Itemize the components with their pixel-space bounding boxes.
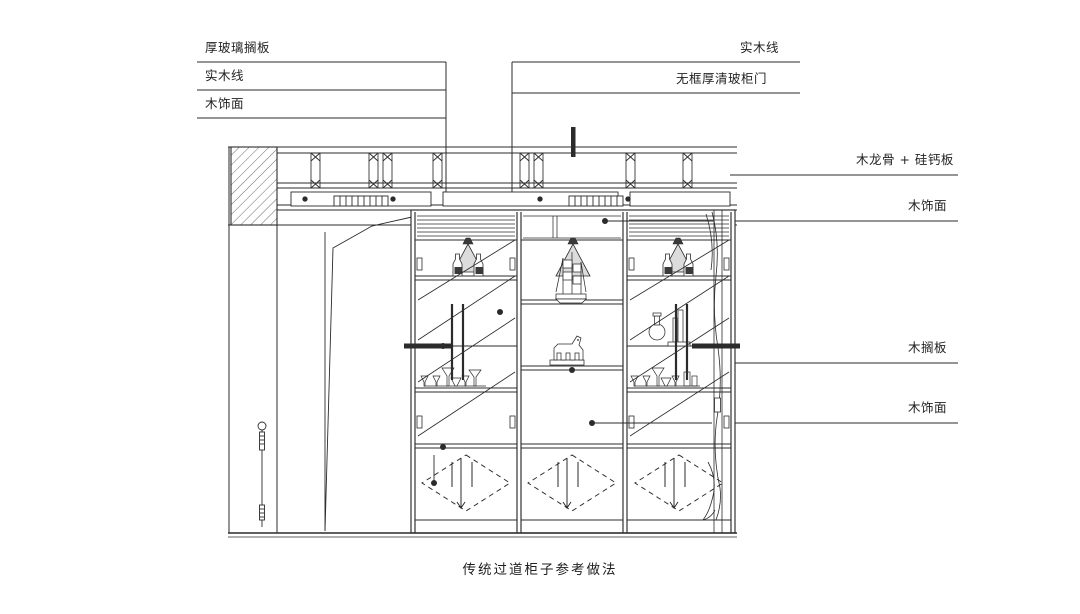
ceiling-stud-posts (310, 152, 693, 189)
drawing-caption: 传统过道柜子参考做法 (462, 562, 618, 578)
label-solid-wood-trim-left: 实木线 (205, 68, 245, 83)
bottom-door-arrow-details (451, 458, 686, 509)
label-wood-veneer-upper: 木饰面 (908, 198, 948, 213)
leader-lines-top-left (197, 61, 447, 200)
perspective-wall-line (324, 216, 413, 532)
wall-hatch-block (230, 146, 278, 226)
leader-lines-top-right (511, 61, 800, 200)
section-bar-markers (404, 343, 740, 349)
bottom-door-diamond-motifs (421, 454, 724, 512)
label-wood-shelf-board: 木搁板 (908, 340, 948, 355)
ceiling-light-troughs (290, 191, 731, 207)
decor-ship-model (555, 252, 587, 304)
cabinet-upper-louvers (417, 215, 729, 239)
right-edge-drapery (702, 210, 723, 533)
floor-baseline (228, 532, 737, 538)
shelf-pin-brackets (416, 257, 730, 429)
label-wood-veneer-lower: 木饰面 (908, 400, 948, 415)
decor-horse-figurine (549, 335, 585, 366)
cabinet-vertical-mullions (450, 304, 689, 380)
ceiling-section-tick (571, 127, 576, 157)
label-frameless-thick-clear-glass-door: 无框厚清玻柜门 (676, 71, 768, 86)
label-solid-wood-trim-right: 实木线 (740, 40, 780, 55)
leader-lines-right-margin (712, 174, 958, 424)
label-wood-veneer-top: 木饰面 (205, 96, 245, 111)
label-wood-keel-calcium-silicate-board: 木龙骨 + 硅钙板 (856, 152, 954, 167)
internal-callout-leaders (433, 220, 714, 483)
label-thick-glass-shelf: 厚玻璃搁板 (205, 40, 271, 55)
door-handle-hardware (257, 421, 267, 527)
